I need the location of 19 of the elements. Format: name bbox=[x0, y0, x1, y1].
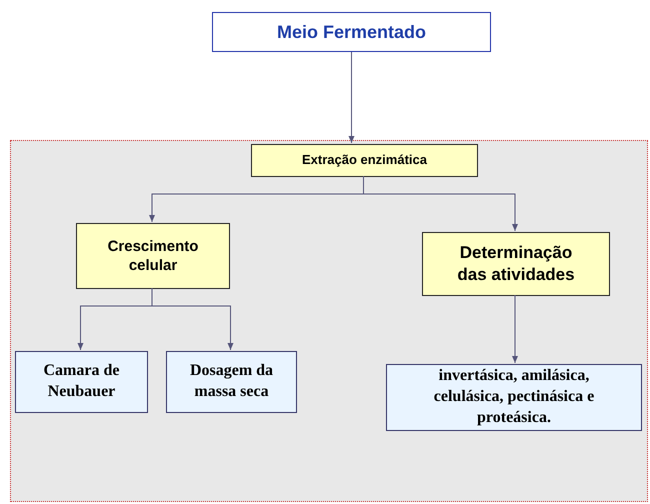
result-box bbox=[386, 364, 642, 431]
box-label: Extração enzimática bbox=[302, 152, 427, 169]
process-box bbox=[76, 223, 230, 289]
process-box bbox=[422, 232, 610, 296]
title-box bbox=[212, 12, 491, 52]
box-label: Determinação das atividades bbox=[456, 242, 576, 286]
box-label: invertásica, amilásica, celulásica, pectinásica e proteásica. bbox=[432, 366, 596, 428]
result-box bbox=[15, 351, 148, 413]
arrow bbox=[348, 52, 354, 144]
arrow bbox=[363, 176, 518, 232]
box-label: Crescimento celular bbox=[106, 236, 200, 276]
process-box bbox=[251, 144, 478, 177]
box-label: Camara de Neubauer bbox=[42, 361, 120, 402]
box-label: Dosagem da massa seca bbox=[188, 361, 274, 402]
result-box bbox=[166, 351, 297, 413]
panel-background bbox=[10, 140, 648, 502]
arrow bbox=[512, 294, 518, 364]
arrow bbox=[152, 288, 234, 350]
box-label: Meio Fermentado bbox=[276, 22, 426, 42]
